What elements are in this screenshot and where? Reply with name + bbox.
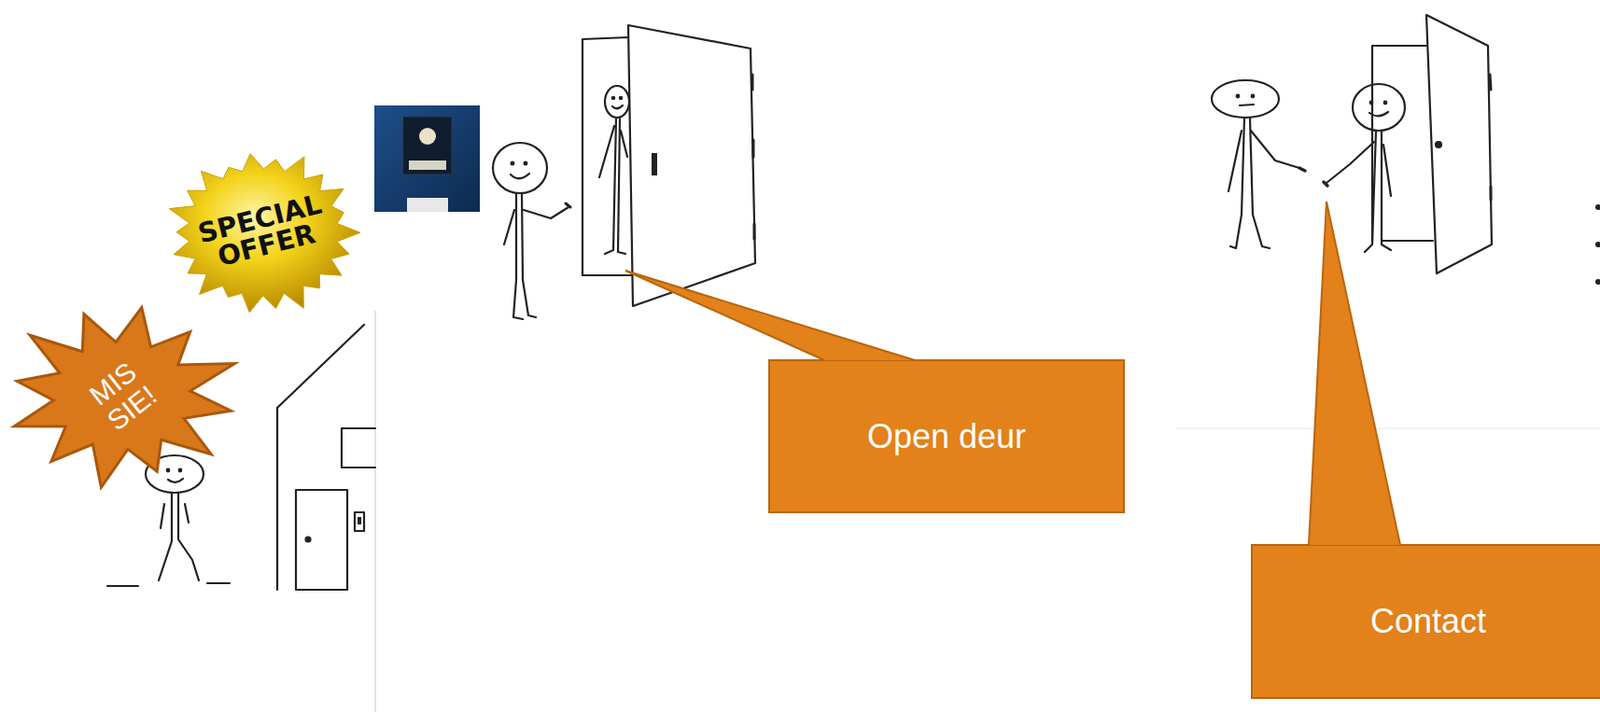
doorbell-button — [419, 127, 436, 145]
door-hinge — [1489, 74, 1491, 200]
faint-rule — [1176, 428, 1600, 430]
doorbell-base — [407, 197, 449, 212]
callout-text: Contact — [1370, 602, 1487, 642]
guest-head — [1211, 80, 1279, 118]
figure-eye — [1384, 101, 1388, 105]
figure-smile — [612, 105, 623, 109]
host-body — [1364, 130, 1391, 253]
door-frame — [582, 37, 629, 276]
house-door — [295, 490, 348, 590]
visitor-head — [492, 142, 548, 194]
figure-eye — [1236, 95, 1240, 99]
callout-box: Contact — [1250, 544, 1600, 700]
ground-line — [107, 583, 230, 587]
callout-box: Open deur — [768, 359, 1125, 514]
figure-mouth — [1239, 104, 1254, 106]
bullet-dot — [1595, 204, 1600, 211]
special-offer-starburst: SPECIAL OFFER — [169, 153, 357, 312]
figure-eye — [619, 97, 622, 99]
bullet-dot — [1595, 241, 1600, 248]
door-knob — [1435, 141, 1442, 148]
guest-arms — [1228, 130, 1300, 192]
handshake-hands — [1299, 168, 1328, 186]
guest-body — [1230, 117, 1270, 249]
figure-smile — [510, 173, 530, 179]
callout-pointer-edge — [1308, 201, 1401, 546]
starburst-outline — [14, 308, 235, 489]
house-window — [341, 428, 376, 468]
peeking-body — [599, 118, 628, 254]
house-outline — [277, 324, 365, 590]
figure-eye — [179, 469, 183, 473]
figure-smile — [1369, 112, 1389, 116]
figure-eye — [1251, 95, 1255, 99]
doorbell-photo — [374, 105, 480, 212]
callout-text: Open deur — [867, 417, 1026, 457]
figure-smile — [168, 478, 183, 483]
figure-eye — [524, 162, 528, 166]
alert-starburst: MIS SIE! — [7, 306, 237, 486]
starburst-outline — [168, 154, 361, 313]
callout-pointer-edge — [625, 270, 915, 361]
door-handle — [651, 153, 658, 176]
callout-pointer — [625, 270, 915, 361]
host-head — [1352, 84, 1405, 131]
figure-body — [158, 492, 199, 581]
callout-pointer — [1308, 201, 1401, 546]
house-doorbell — [354, 512, 365, 532]
open-door — [628, 25, 756, 307]
visitor-arms — [504, 207, 569, 245]
host-arms — [1326, 141, 1391, 197]
peeking-head — [604, 85, 630, 118]
door-knob — [306, 537, 311, 543]
figure-arms — [160, 504, 189, 529]
doorbell-nameplate — [408, 160, 447, 170]
bullet-dot — [1595, 279, 1600, 285]
figure-eye — [612, 97, 615, 99]
door-hinge — [752, 74, 755, 239]
visitor-hand — [565, 203, 571, 208]
divider-line — [374, 310, 376, 712]
figure-eye — [167, 469, 170, 473]
open-door — [1426, 14, 1492, 274]
door-frame — [1381, 239, 1433, 242]
house-doorbell-button — [357, 517, 362, 525]
door-frame — [582, 274, 632, 277]
figure-eye — [1370, 101, 1374, 105]
figure-eye — [511, 162, 515, 166]
doorbell-housing — [403, 116, 452, 175]
